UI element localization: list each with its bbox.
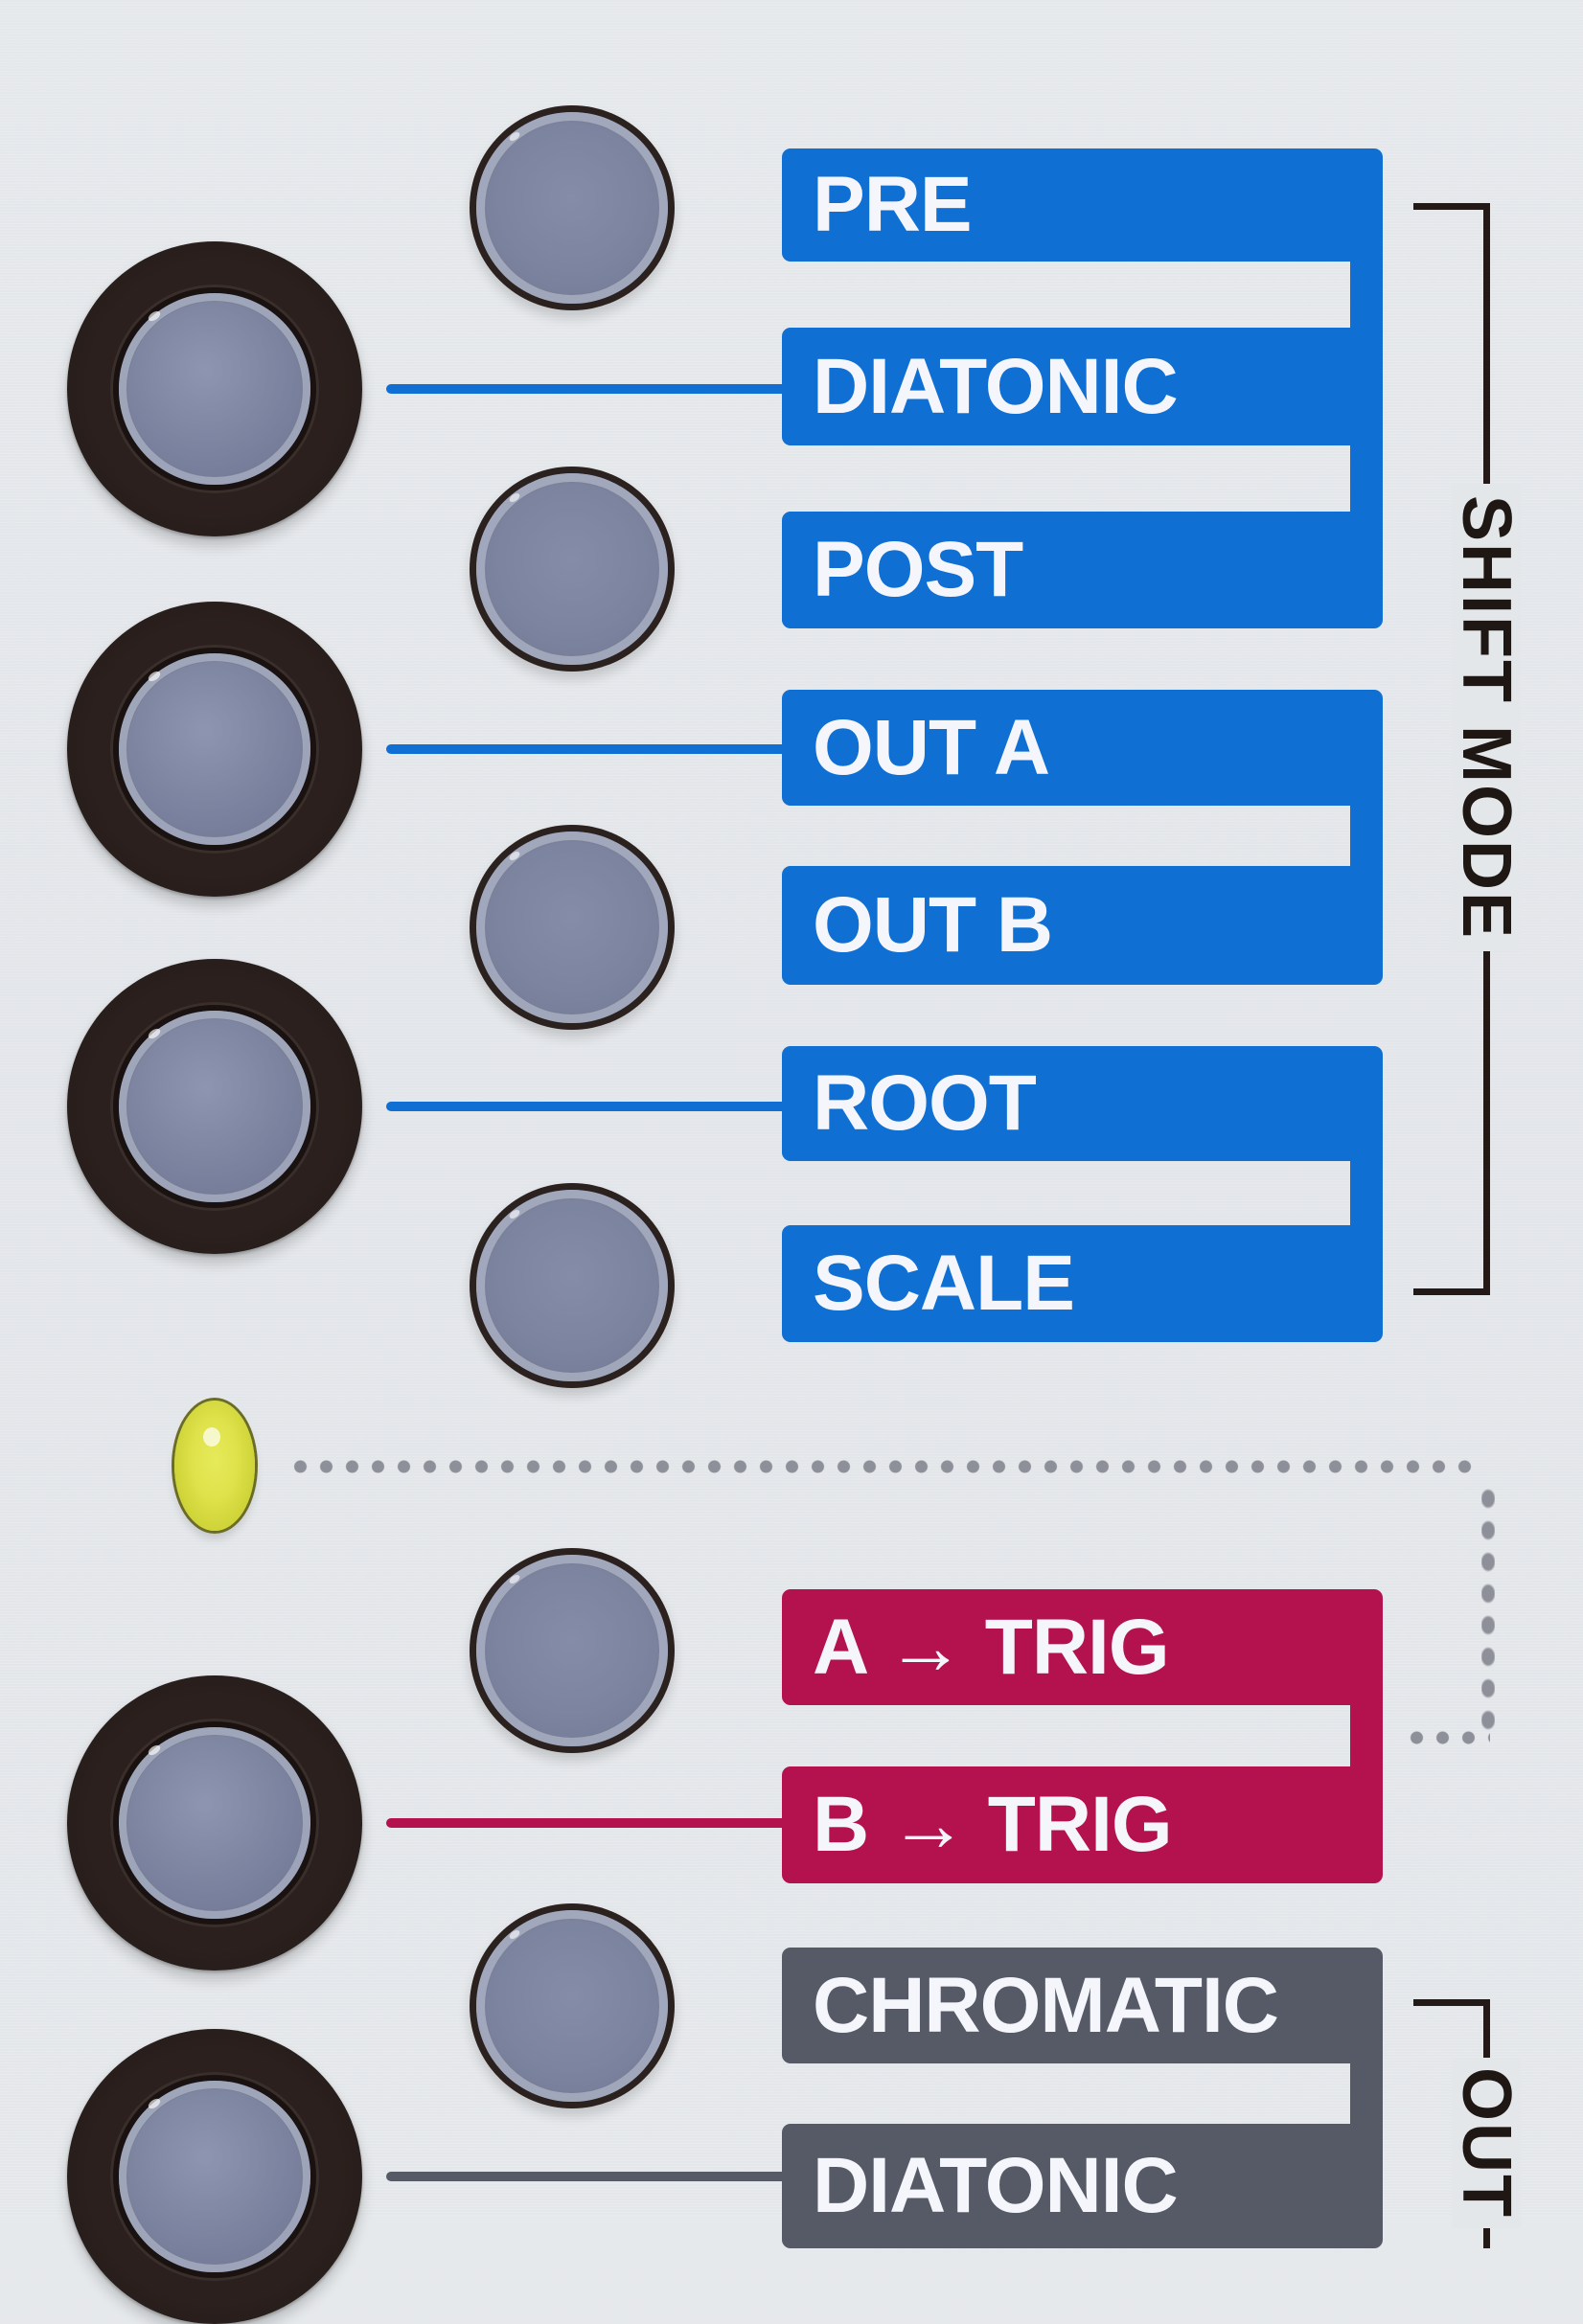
out-b-button[interactable] [470,825,675,1030]
scale-button[interactable] [470,1183,675,1388]
button-cap [119,2081,310,2272]
label-text: DIATONIC [813,2142,1179,2229]
label-text: OUT B [813,881,1053,968]
button-cap [476,1555,668,1746]
led-dotted-line [287,1460,1476,1473]
label-out-a: OUT A [782,690,1383,806]
yellow-led-indicator [174,1401,255,1531]
connector-line [386,2172,789,2181]
label-scale: SCALE [782,1225,1383,1342]
label-bridge [1350,2055,1383,2133]
button-cap [119,1727,310,1919]
label-bridge [1350,797,1383,876]
out-title: OUT [1448,2058,1525,2228]
label-text: SCALE [813,1240,1075,1327]
shift-diatonic-button[interactable] [67,241,362,536]
chromatic-button[interactable] [470,1903,675,2108]
module-panel: PRE DIATONIC POST OUT A OUT B ROOT SCALE… [0,0,1583,2216]
shift-out-a-button[interactable] [67,602,362,897]
label-text: PRE [813,161,973,248]
connector-line [386,1818,789,1828]
label-diatonic: DIATONIC [782,328,1383,445]
label-bridge [1350,1696,1383,1776]
shift-mode-title: SHIFT MODE [1448,484,1525,951]
label-text: POST [813,526,1023,613]
shift-root-button[interactable] [67,959,362,1254]
button-cap [119,1011,310,1202]
led-dotted-line [1481,1483,1495,1732]
label-text: OUT A [813,703,1050,791]
label-out-b: OUT B [782,866,1383,985]
button-cap [476,1190,668,1381]
label-out-diatonic: DIATONIC [782,2124,1383,2248]
button-cap [476,1910,668,2102]
label-bridge [1350,254,1383,340]
label-b-trig: B → TRIG [782,1766,1383,1883]
label-text: ROOT [813,1059,1037,1147]
led-dotted-line [1404,1731,1490,1744]
button-cap [119,653,310,845]
label-text: DIATONIC [813,342,1179,430]
out-diatonic-button[interactable] [67,2029,362,2324]
label-a-trig: A → TRIG [782,1589,1383,1705]
label-bridge [1350,1152,1383,1235]
trig-a-button[interactable] [470,1548,675,1753]
label-text: CHROMATIC [813,1961,1279,2049]
label-bridge [1350,436,1383,522]
trig-b-button[interactable] [67,1675,362,1971]
button-cap [476,832,668,1023]
connector-line [386,384,789,394]
label-post: POST [782,512,1383,628]
post-button[interactable] [470,467,675,672]
button-cap [476,112,668,304]
label-pre: PRE [782,148,1383,262]
button-cap [476,473,668,665]
connector-line [386,744,789,754]
pre-button[interactable] [470,105,675,310]
connector-line [386,1102,789,1111]
label-text: A → TRIG [813,1603,1170,1691]
label-root: ROOT [782,1046,1383,1161]
label-chromatic: CHROMATIC [782,1948,1383,2063]
button-cap [119,293,310,485]
label-text: B → TRIG [813,1781,1173,1868]
